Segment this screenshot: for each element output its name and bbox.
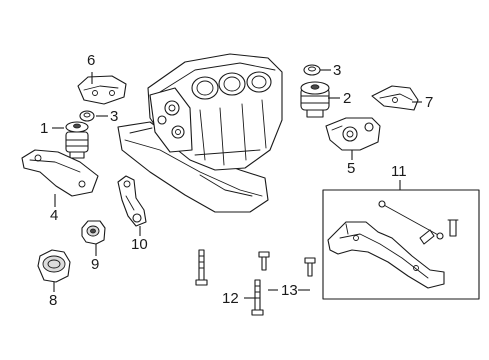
leader-lines [52, 69, 422, 299]
part-7-mount-bracket [371, 85, 419, 111]
callout-6: 6 [87, 52, 95, 69]
callout-11: 11 [391, 163, 407, 180]
callout-3-left: 3 [110, 108, 118, 125]
callout-4: 4 [50, 207, 58, 224]
callout-9: 9 [91, 256, 99, 273]
part-10-torque-arm [117, 175, 147, 227]
callout-3-right: 3 [333, 62, 341, 79]
part-12-bolts [195, 249, 264, 316]
part-13-bolts [258, 251, 316, 277]
callout-8: 8 [49, 292, 57, 309]
part-8-damper [37, 249, 71, 283]
callout-1: 1 [40, 120, 48, 137]
callout-12: 12 [222, 290, 239, 307]
part-3-washer-left [79, 110, 95, 122]
part-4-lower-bracket-left [21, 149, 99, 197]
callout-7: 7 [425, 94, 433, 111]
part-5-mount-bracket-right [325, 117, 381, 151]
callout-10: 10 [131, 236, 148, 253]
callout-labels: 1 2 3 3 4 5 6 7 8 9 10 11 12 13 [40, 52, 433, 309]
part-9-bushing [81, 220, 106, 245]
part-11-crossmember [327, 200, 459, 289]
engine-block [117, 53, 283, 213]
callout-2: 2 [343, 90, 351, 107]
part-6-mount-bracket [77, 75, 127, 105]
callout-13: 13 [281, 282, 298, 299]
part-3-washer-right [303, 64, 321, 76]
callout-5: 5 [347, 160, 355, 177]
part-2-engine-mount-right [300, 81, 330, 118]
part-1-engine-mount-left [65, 121, 89, 159]
